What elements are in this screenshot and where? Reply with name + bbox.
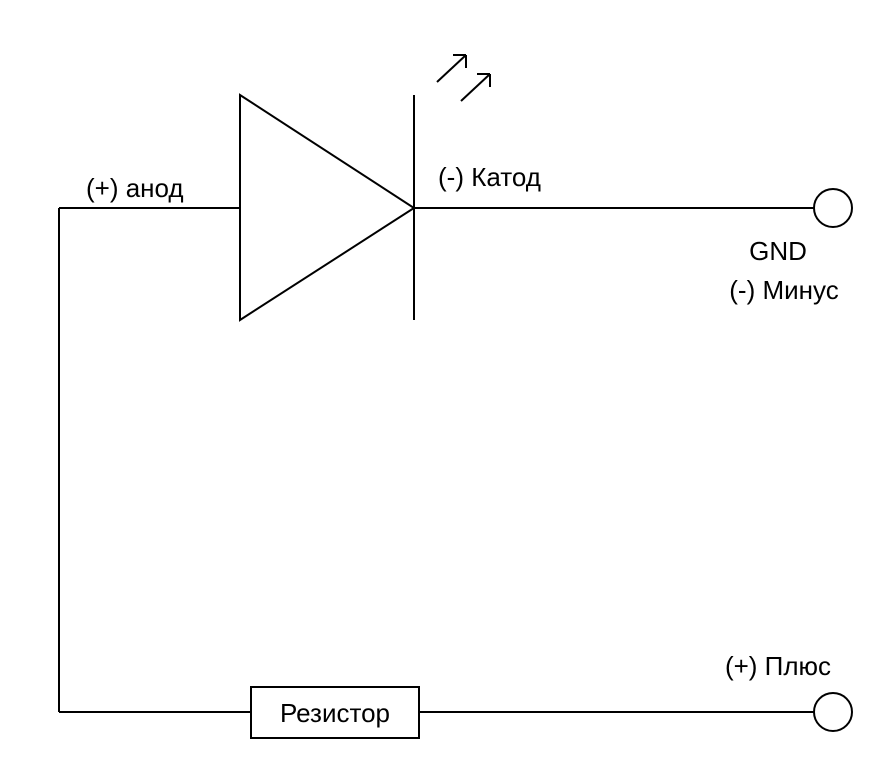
cathode-label: (-) Катод <box>438 162 541 192</box>
light-arrows-icon <box>436 54 491 102</box>
resistor-label: Резистор <box>280 698 390 728</box>
anode-label: (+) анод <box>86 173 184 203</box>
diode-triangle <box>239 93 416 322</box>
minus-label: (-) Минус <box>729 275 838 305</box>
plus-terminal <box>813 692 853 732</box>
plus-label: (+) Плюс <box>725 651 831 681</box>
gnd-label: GND <box>749 236 807 266</box>
left-wire-group <box>58 207 251 713</box>
gnd-terminal <box>813 188 853 228</box>
